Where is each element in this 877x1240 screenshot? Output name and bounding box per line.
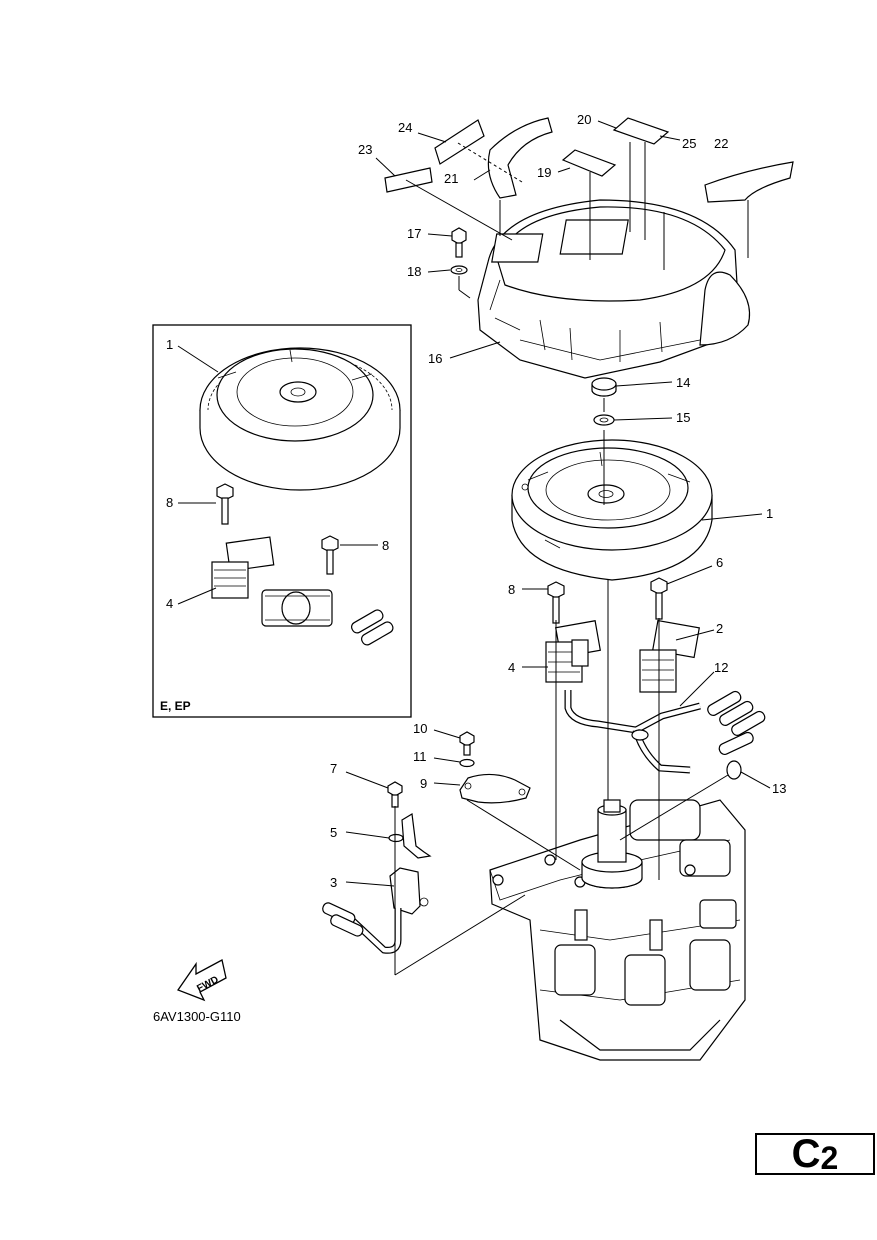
callout-1: 1 (766, 506, 773, 521)
inset-variant-label: E, EP (160, 699, 191, 713)
crankshaft (581, 799, 643, 889)
bolt-17 (451, 227, 467, 258)
callout-12: 12 (714, 660, 728, 675)
page-tab-number: 2 (820, 1140, 839, 1176)
bolt-6 (650, 577, 668, 620)
callout-8: 8 (508, 582, 515, 597)
inset-flywheel (199, 347, 401, 491)
nut-14 (591, 377, 617, 397)
callout-16: 16 (428, 351, 442, 366)
callout-15: 15 (676, 410, 690, 425)
callout-18: 18 (407, 264, 421, 279)
inset-frame (152, 324, 412, 718)
inset-callout-1: 1 (166, 337, 173, 352)
charge-coil (545, 620, 601, 683)
inset-callout-4: 4 (166, 596, 173, 611)
callout-3: 3 (330, 875, 337, 890)
inset-callout-8a: 8 (166, 495, 173, 510)
callout-23: 23 (358, 142, 372, 157)
page-tab-letter: C (791, 1132, 821, 1176)
bolt-7 (387, 781, 403, 808)
inset-bolt-8b (321, 535, 339, 575)
decal-21 (487, 117, 553, 199)
callout-10: 10 (413, 721, 427, 736)
decal-19 (561, 149, 617, 177)
decal-24 (434, 119, 485, 165)
inset-callout-8b: 8 (382, 538, 389, 553)
callout-2: 2 (716, 621, 723, 636)
clamp-9 (459, 773, 531, 804)
inset-coil (211, 536, 394, 687)
callout-6: 6 (716, 555, 723, 570)
callout-22: 22 (714, 136, 728, 151)
callout-19: 19 (537, 165, 551, 180)
callout-14: 14 (676, 375, 690, 390)
flywheel-cover (477, 199, 751, 379)
bolt-8 (547, 581, 565, 624)
diagram-code: 6AV1300-G110 (153, 1009, 241, 1024)
callout-13: 13 (772, 781, 786, 796)
inset-bolt-8a (216, 483, 234, 525)
callout-17: 17 (407, 226, 421, 241)
washer-11 (459, 758, 475, 768)
wire-harness (564, 690, 766, 774)
decal-23 (384, 167, 433, 193)
callout-11: 11 (413, 749, 427, 764)
fwd-arrow-icon: FWD (176, 959, 227, 1002)
grommet-13 (726, 760, 742, 780)
callout-5: 5 (330, 825, 337, 840)
engine-block (489, 799, 746, 1061)
washer-18 (450, 265, 468, 275)
decal-22 (704, 161, 794, 203)
callout-4: 4 (508, 660, 515, 675)
callout-21: 21 (444, 171, 458, 186)
page-tab: C 2 (755, 1133, 875, 1175)
callout-25: 25 (682, 136, 696, 151)
callout-20: 20 (577, 112, 591, 127)
bracket-5 (388, 813, 432, 859)
bolt-10 (459, 731, 475, 756)
callout-24: 24 (398, 120, 412, 135)
decal-20 (612, 117, 670, 145)
callout-9: 9 (420, 776, 427, 791)
washer-15 (593, 414, 615, 426)
callout-7: 7 (330, 761, 337, 776)
pulser-coil (639, 619, 700, 693)
flywheel (511, 439, 713, 581)
